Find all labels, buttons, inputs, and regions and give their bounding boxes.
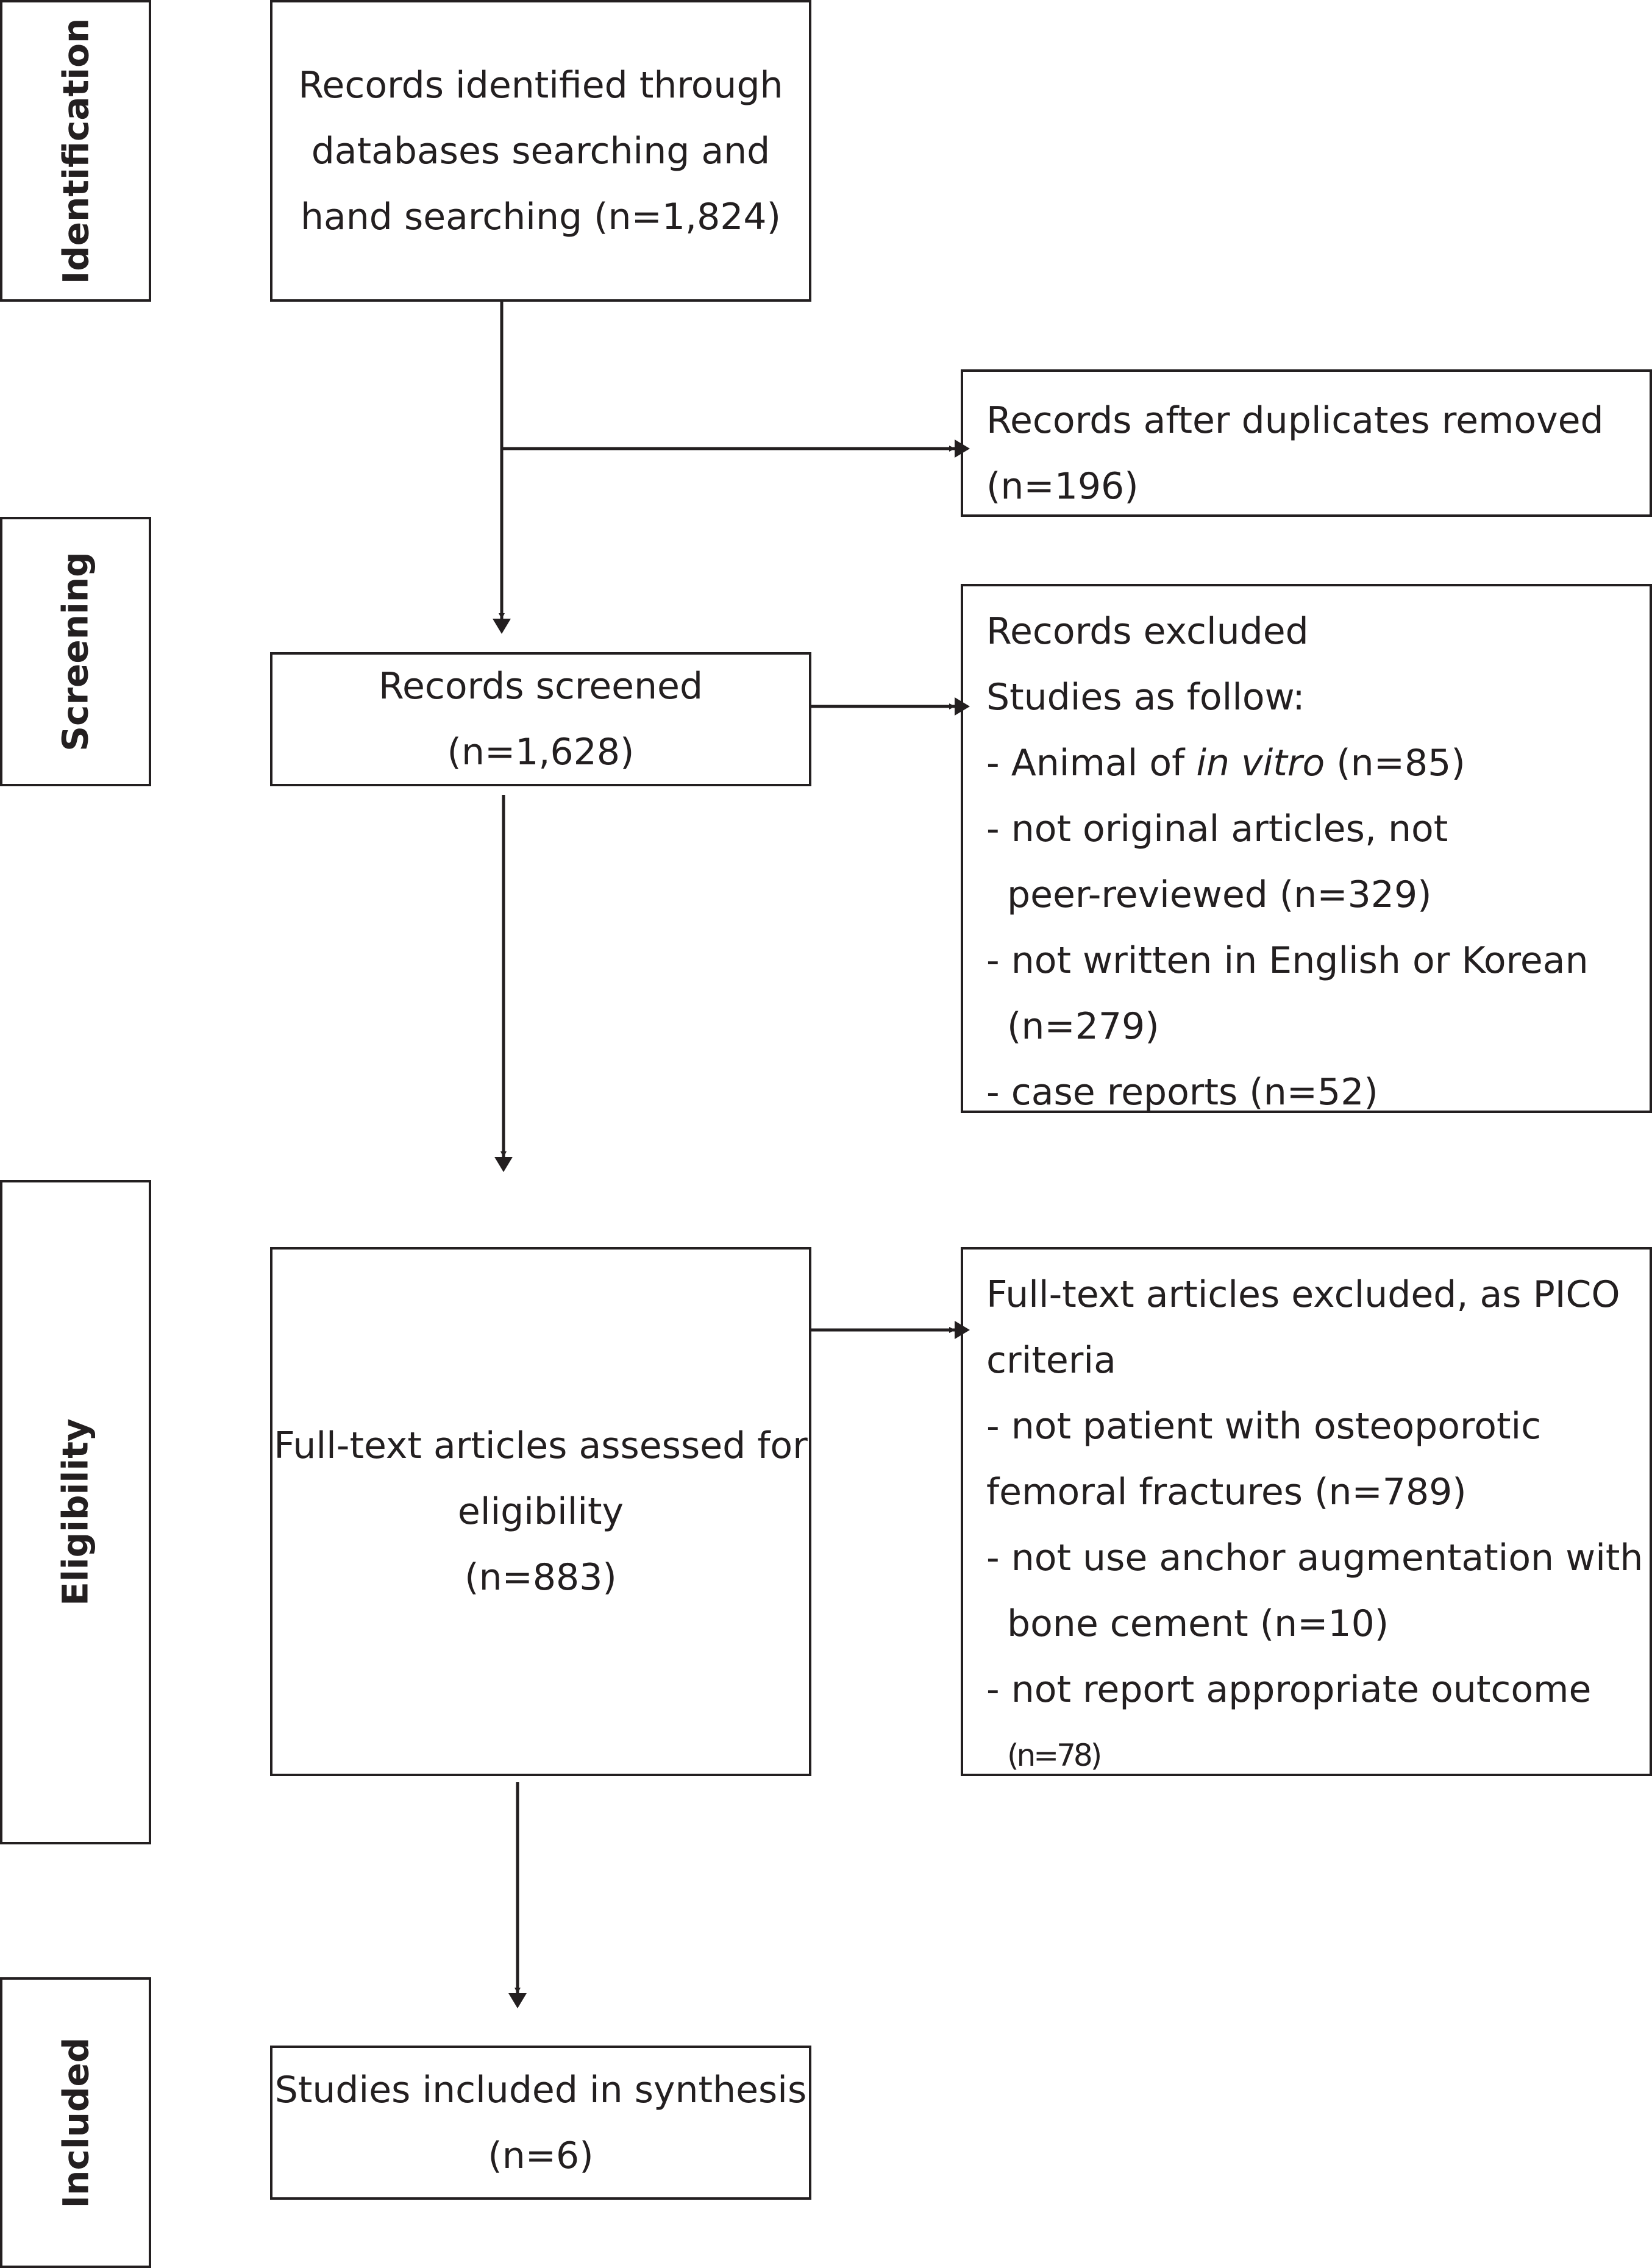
text-line: Records excluded <box>986 610 1309 653</box>
text-line: - not use anchor augmentation with <box>986 1537 1643 1579</box>
box-records-screened: Records screened (n=1,628) <box>270 652 811 786</box>
box-studies-included: Studies included in synthesis (n=6) <box>270 2046 811 2200</box>
text-line: - case reports (n=52) <box>986 1071 1378 1114</box>
box-duplicates-removed: Records after duplicates removed (n=196) <box>961 369 1652 517</box>
box-fulltext-excluded: Full-text articles excluded, as PICO cri… <box>961 1247 1652 1776</box>
arrowhead <box>493 619 511 634</box>
text-line: databases searching and <box>311 129 771 172</box>
arrowhead <box>955 697 970 716</box>
text-line: (n=196) <box>986 465 1139 508</box>
text-line: - not patient with osteoporotic <box>986 1405 1542 1448</box>
text-line: Records screened <box>378 665 703 708</box>
text-fragment: (n=85) <box>1325 742 1465 784</box>
text-line: - not original articles, not <box>986 808 1448 850</box>
text-line: Records identified through <box>298 63 783 107</box>
box-records-identified: Records identified through databases sea… <box>270 0 811 302</box>
text-line: hand searching (n=1,824) <box>300 195 781 238</box>
stage-identification: Identification <box>0 0 151 302</box>
text-line: eligibility <box>457 1490 624 1533</box>
text-line: Records after duplicates removed <box>986 399 1604 442</box>
text-line: - not written in English or Korean <box>986 939 1589 982</box>
text-line: bone cement (n=10) <box>1007 1602 1389 1645</box>
text-line: - not report appropriate outcome <box>986 1668 1592 1711</box>
text-line: (n=1,628) <box>447 731 635 773</box>
text-line: peer-reviewed (n=329) <box>1007 873 1432 916</box>
text-line: (n=883) <box>465 1556 617 1599</box>
stage-included: Included <box>0 1977 151 2268</box>
arrowhead <box>955 439 970 458</box>
text-line: Studies included in synthesis <box>274 2068 807 2111</box>
text-line: Full-text articles excluded, as PICO <box>986 1273 1620 1316</box>
text-line: (n=78) <box>1007 1738 1102 1773</box>
box-fulltext-assessed: Full-text articles assessed for eligibil… <box>270 1247 811 1776</box>
text-line: criteria <box>986 1339 1116 1382</box>
stage-screening: Screening <box>0 517 151 786</box>
text-line: (n=6) <box>488 2134 594 2177</box>
text-line: femoral fractures (n=789) <box>986 1471 1467 1513</box>
arrowhead <box>494 1157 513 1172</box>
text-line: - Animal of in vitro (n=85) <box>986 730 1650 796</box>
text-line: Full-text articles assessed for <box>274 1424 808 1467</box>
arrowhead <box>508 1993 527 2008</box>
box-records-excluded: Records excluded Studies as follow: - An… <box>961 584 1652 1114</box>
arrowhead <box>955 1321 970 1339</box>
text-italic: in vitro <box>1196 742 1325 784</box>
text-fragment: - Animal of <box>986 742 1197 784</box>
text-line: (n=279) <box>1007 1005 1159 1048</box>
text-line: Studies as follow: <box>986 676 1305 719</box>
stage-eligibility: Eligibility <box>0 1180 151 1844</box>
